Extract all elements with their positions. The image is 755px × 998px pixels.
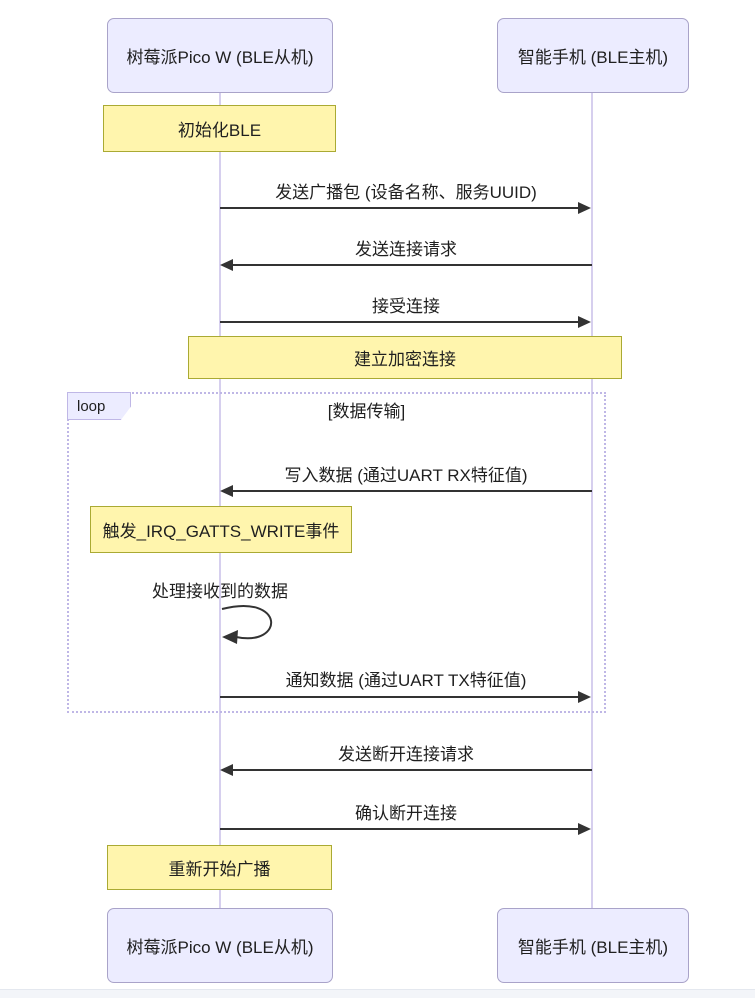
loop-label: loop — [77, 397, 106, 415]
message-confirm-disconnect-label: 确认断开连接 — [355, 804, 457, 823]
message-process-data-label: 处理接收到的数据 — [152, 582, 288, 601]
note-init-ble: 初始化BLE — [103, 105, 336, 152]
participant-pico-top: 树莓派Pico W (BLE从机) — [107, 18, 333, 93]
participant-pico-label: 树莓派Pico W (BLE从机) — [126, 48, 314, 67]
loop-frame — [67, 392, 606, 713]
arrowhead-left-icon — [220, 485, 233, 497]
arrowhead-left-icon — [220, 764, 233, 776]
self-loop-arrow-icon — [221, 605, 272, 644]
message-write-data-label: 写入数据 (通过UART RX特征值) — [284, 466, 528, 485]
loop-label-tab: loop — [67, 392, 131, 420]
note-irq-gatts-write-label: 触发_IRQ_GATTS_WRITE事件 — [102, 522, 340, 541]
loop-title: [数据传输] — [327, 402, 406, 421]
participant-phone-label: 智能手机 (BLE主机) — [517, 48, 669, 67]
note-rebroadcast: 重新开始广播 — [107, 845, 332, 890]
arrowhead-left-icon — [220, 259, 233, 271]
note-rebroadcast-label: 重新开始广播 — [168, 860, 271, 879]
message-write-data-line — [233, 490, 592, 492]
participant-pico-bottom: 树莓派Pico W (BLE从机) — [107, 908, 333, 983]
arrowhead-right-icon — [578, 316, 591, 328]
lifeline-phone — [591, 93, 593, 908]
message-advertise-label: 发送广播包 (设备名称、服务UUID) — [275, 183, 537, 202]
message-accept-connection-label: 接受连接 — [372, 297, 440, 316]
participant-phone-bottom: 智能手机 (BLE主机) — [497, 908, 689, 983]
arrowhead-right-icon — [578, 823, 591, 835]
note-irq-gatts-write: 触发_IRQ_GATTS_WRITE事件 — [90, 506, 352, 553]
note-encrypted-connection-label: 建立加密连接 — [354, 350, 456, 369]
note-init-ble-label: 初始化BLE — [177, 121, 262, 140]
arrowhead-right-icon — [578, 202, 591, 214]
message-notify-data-line — [220, 696, 579, 698]
arrowhead-right-icon — [578, 691, 591, 703]
message-notify-data-label: 通知数据 (通过UART TX特征值) — [285, 671, 527, 690]
note-encrypted-connection: 建立加密连接 — [188, 336, 622, 379]
message-connect-request-label: 发送连接请求 — [355, 240, 457, 259]
viewport-bottom-strip — [0, 989, 755, 998]
message-disconnect-request-line — [233, 769, 592, 771]
message-connect-request-line — [233, 264, 592, 266]
message-accept-connection-line — [220, 321, 579, 323]
participant-pico-label: 树莓派Pico W (BLE从机) — [126, 938, 314, 957]
lifeline-pico — [219, 93, 221, 908]
participant-phone-top: 智能手机 (BLE主机) — [497, 18, 689, 93]
participant-phone-label: 智能手机 (BLE主机) — [517, 938, 669, 957]
message-disconnect-request-label: 发送断开连接请求 — [338, 745, 474, 764]
message-confirm-disconnect-line — [220, 828, 579, 830]
message-advertise-line — [220, 207, 579, 209]
